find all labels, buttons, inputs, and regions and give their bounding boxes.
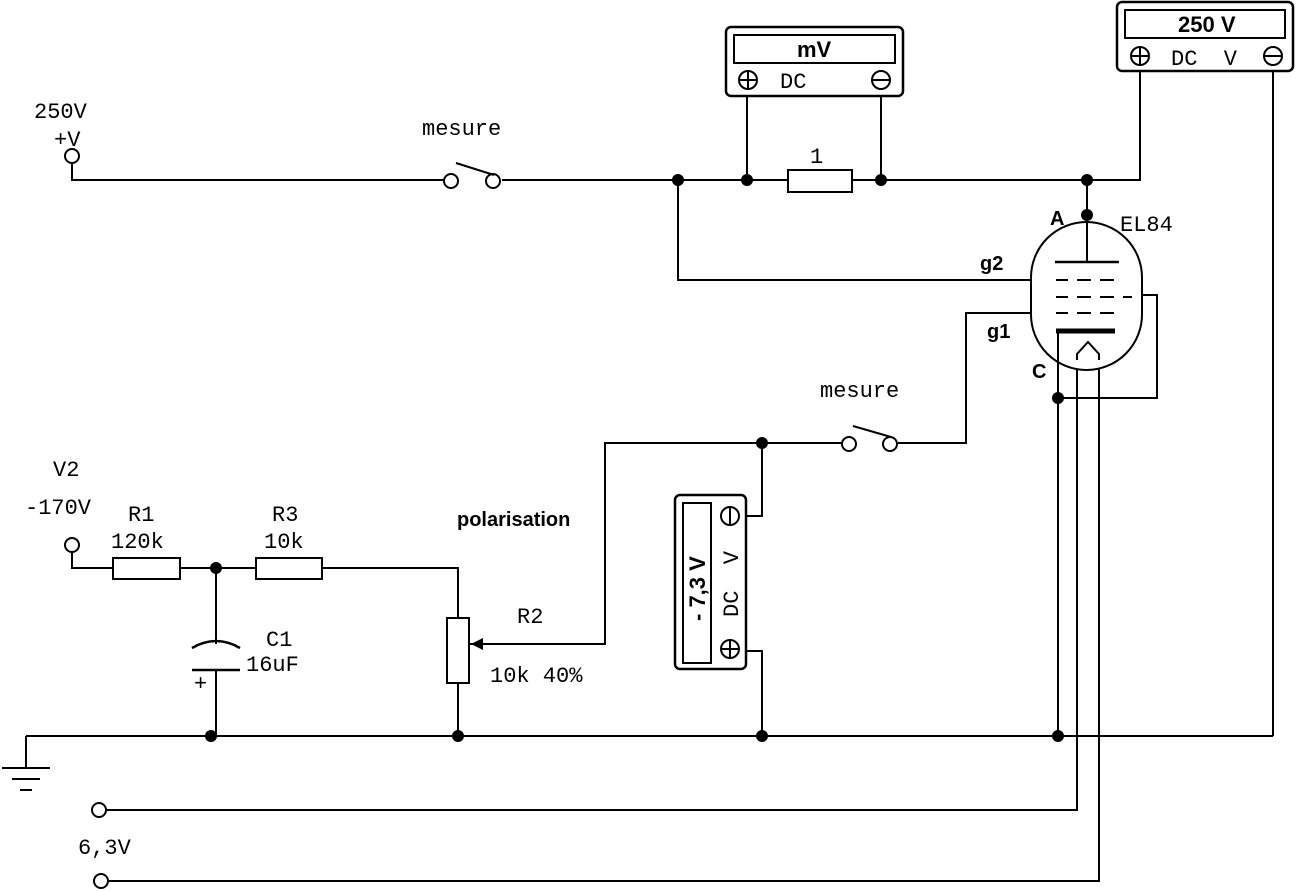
tube-cathode-label: C: [1032, 361, 1046, 383]
r3-value: 10k: [264, 530, 304, 555]
ground-icon: [2, 767, 50, 791]
junction-dots: [205, 174, 1093, 742]
tube-g2-label: g2: [980, 253, 1003, 275]
supply-plus-label: +V: [54, 128, 81, 153]
r2-value: 10k 40%: [490, 664, 583, 689]
capacitor-c1: + C1 16uF: [191, 628, 299, 697]
bias-supply-voltage: -170V: [25, 496, 92, 521]
r3-name: R3: [272, 503, 298, 528]
bias-meter-mode: DC V: [720, 550, 745, 617]
resistor-r3: R3 10k: [255, 503, 323, 580]
anode-measure-switch: mesure: [422, 117, 501, 189]
bias-meter-display: - 7,3 V: [685, 556, 710, 621]
r1-value: 120k: [111, 530, 164, 555]
c1-name: C1: [266, 628, 292, 653]
r1-name: R1: [128, 503, 154, 528]
anode-switch-label: mesure: [422, 117, 501, 142]
shunt-resistor: 1: [787, 145, 853, 193]
c1-polarity: +: [194, 672, 207, 697]
heater-terminals: 6,3V: [78, 802, 132, 889]
supply-voltage-label: 250V: [34, 100, 88, 125]
shunt-label: 1: [810, 145, 823, 170]
r2-name: R2: [517, 605, 543, 630]
wires: [25, 67, 1274, 882]
heater-voltage-label: 6,3V: [78, 836, 132, 861]
tube-anode-label: A: [1050, 208, 1064, 230]
supply-terminal: 250V +V: [34, 100, 88, 164]
tube-type-label: EL84: [1120, 213, 1173, 238]
anode-meter-display: 250 V: [1178, 12, 1236, 37]
bias-voltage-meter: - 7,3 V DC V: [673, 493, 748, 671]
mv-meter: mV DC: [724, 25, 905, 98]
bias-supply-name: V2: [53, 458, 79, 483]
mv-meter-mode: DC: [780, 70, 806, 95]
grid-measure-switch: mesure: [820, 379, 899, 452]
mv-meter-display: mV: [797, 37, 832, 62]
anode-meter-mode: DC V: [1171, 47, 1238, 72]
el84-tube: A EL84 g2 g1 C: [980, 208, 1173, 398]
grid-switch-label: mesure: [820, 379, 899, 404]
potentiometer-r2: R2 10k 40%: [446, 605, 583, 689]
anode-voltage-meter: 250 V DC V: [1115, 0, 1295, 73]
polarisation-label: polarisation: [457, 509, 570, 531]
tube-g1-label: g1: [987, 321, 1010, 343]
resistor-r1: R1 120k: [111, 503, 181, 580]
c1-value: 16uF: [246, 653, 299, 678]
bias-supply-terminal: V2 -170V: [25, 458, 92, 553]
